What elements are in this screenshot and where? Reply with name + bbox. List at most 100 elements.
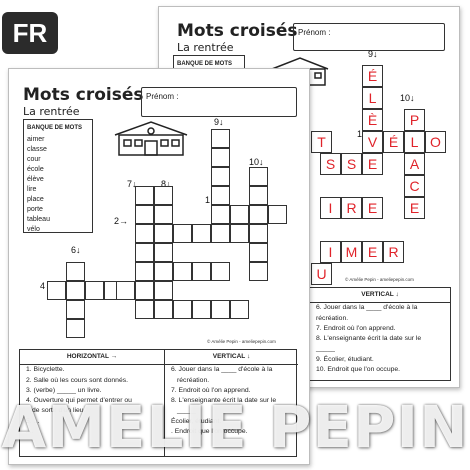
grid-cell[interactable] bbox=[211, 148, 230, 167]
name-label: Prénom : bbox=[146, 92, 179, 101]
grid-cell[interactable] bbox=[135, 262, 154, 281]
clue-line: de sortir d'un lieu. bbox=[32, 407, 86, 415]
grid-cell[interactable] bbox=[135, 281, 154, 300]
sheet-title: Mots croisés bbox=[23, 85, 144, 105]
sheet-title: Mots croisés bbox=[177, 21, 298, 41]
clue-line: Écolier, étudiant. bbox=[171, 417, 222, 425]
grid-cell[interactable] bbox=[249, 167, 268, 186]
clue-number: 10↓ bbox=[400, 93, 415, 103]
clue-number: 6↓ bbox=[71, 245, 81, 255]
grid-cell[interactable] bbox=[249, 224, 268, 243]
grid-cell[interactable] bbox=[66, 262, 85, 281]
grid-cell[interactable] bbox=[135, 300, 154, 319]
grid-cell: E bbox=[362, 241, 383, 263]
clues-panel: VERTICAL ↓ 6. Jouer dans la ____ d'école… bbox=[309, 287, 451, 381]
word-bank-item: école bbox=[27, 166, 44, 173]
sheet-subtitle: La rentrée bbox=[177, 41, 234, 54]
vertical-header: VERTICAL ↓ bbox=[165, 350, 298, 366]
name-field: Prénom : bbox=[293, 23, 445, 51]
grid-cell[interactable] bbox=[268, 205, 287, 224]
grid-cell[interactable] bbox=[173, 262, 192, 281]
grid-cell: É bbox=[383, 131, 404, 153]
grid-cell[interactable] bbox=[211, 300, 230, 319]
name-field: Prénom : bbox=[141, 87, 297, 117]
grid-cell[interactable] bbox=[249, 205, 268, 224]
grid-cell[interactable] bbox=[211, 167, 230, 186]
grid-cell: S bbox=[341, 153, 362, 175]
grid-cell[interactable] bbox=[66, 300, 85, 319]
grid-cell[interactable] bbox=[249, 243, 268, 262]
grid-cell[interactable] bbox=[230, 300, 249, 319]
sheet-subtitle: La rentrée bbox=[23, 105, 80, 118]
school-building-icon bbox=[111, 119, 191, 157]
clues-panel: HORIZONTAL → 1. Bicyclette. 2. Salle où … bbox=[19, 349, 298, 457]
grid-cell[interactable] bbox=[116, 281, 135, 300]
grid-cell[interactable] bbox=[154, 262, 173, 281]
clue-number: 9↓ bbox=[368, 49, 378, 59]
name-label: Prénom : bbox=[298, 28, 331, 37]
grid-cell: E bbox=[362, 197, 383, 219]
grid-cell[interactable] bbox=[192, 262, 211, 281]
grid-cell: S bbox=[320, 153, 341, 175]
grid-cell[interactable] bbox=[249, 262, 268, 281]
grid-cell: A bbox=[404, 153, 425, 175]
grid-cell[interactable] bbox=[66, 319, 85, 338]
grid-cell[interactable] bbox=[173, 224, 192, 243]
grid-cell[interactable] bbox=[192, 224, 211, 243]
clue-number: 9↓ bbox=[214, 117, 224, 127]
grid-cell[interactable] bbox=[211, 262, 230, 281]
grid-cell[interactable] bbox=[85, 281, 104, 300]
grid-cell: R bbox=[341, 197, 362, 219]
word-bank-item: place bbox=[27, 196, 44, 203]
vertical-header: VERTICAL ↓ bbox=[310, 288, 450, 304]
clue-line: 4. Ouverture qui permet d'entrer ou bbox=[26, 397, 132, 405]
grid-cell[interactable] bbox=[230, 224, 249, 243]
grid-cell: C bbox=[404, 175, 425, 197]
grid-cell: I bbox=[320, 241, 341, 263]
grid-cell: P bbox=[404, 109, 425, 131]
clue-number: 2→ bbox=[114, 216, 129, 226]
grid-cell[interactable] bbox=[211, 129, 230, 148]
clue-line: 6. Jouer dans la ____ d'école à la bbox=[316, 304, 418, 312]
word-bank-item: élève bbox=[27, 176, 44, 183]
grid-cell[interactable] bbox=[154, 224, 173, 243]
clue-number: 10↓ bbox=[249, 157, 264, 167]
grid-cell: O bbox=[425, 131, 446, 153]
grid-cell[interactable] bbox=[173, 300, 192, 319]
column-divider bbox=[164, 350, 165, 456]
grid-cell[interactable] bbox=[47, 281, 66, 300]
grid-cell[interactable] bbox=[66, 281, 85, 300]
grid-cell[interactable] bbox=[211, 205, 230, 224]
word-bank-title: BANQUE DE MOTS bbox=[177, 61, 233, 67]
grid-cell[interactable] bbox=[230, 205, 249, 224]
grid-cell[interactable] bbox=[135, 186, 154, 205]
grid-cell[interactable] bbox=[154, 186, 173, 205]
horizontal-header: HORIZONTAL → bbox=[20, 350, 164, 366]
clue-line: .... bbox=[26, 428, 34, 436]
word-bank-item: tableau bbox=[27, 216, 50, 223]
clue-line: . Endroit que l'on occupe. bbox=[171, 428, 248, 436]
grid-cell[interactable] bbox=[154, 281, 173, 300]
clue-line: 1. Bicyclette. bbox=[26, 366, 65, 374]
puzzle-sheet: Mots croisés La rentrée Prénom : BANQUE … bbox=[8, 68, 310, 465]
grid-cell[interactable] bbox=[154, 243, 173, 262]
grid-cell[interactable] bbox=[154, 205, 173, 224]
grid-cell: È bbox=[362, 109, 383, 131]
grid-cell: U bbox=[311, 263, 332, 285]
clue-line: récréation. bbox=[177, 376, 210, 384]
grid-cell[interactable] bbox=[135, 243, 154, 262]
word-bank-item: vélo bbox=[27, 226, 40, 233]
grid-cell[interactable] bbox=[211, 224, 230, 243]
grid-cell[interactable] bbox=[192, 300, 211, 319]
grid-cell[interactable] bbox=[249, 186, 268, 205]
grid-cell[interactable] bbox=[154, 300, 173, 319]
grid-cell[interactable] bbox=[135, 224, 154, 243]
clue-line: récréation. bbox=[316, 314, 349, 322]
grid-cell: V bbox=[362, 131, 383, 153]
clue-line: 8. L'enseignante écrit la date sur le bbox=[316, 335, 422, 343]
grid-cell[interactable] bbox=[135, 205, 154, 224]
grid-cell[interactable] bbox=[211, 186, 230, 205]
grid-cell: E bbox=[362, 153, 383, 175]
word-bank-item: porte bbox=[27, 206, 43, 213]
grid-cell: T bbox=[311, 131, 332, 153]
